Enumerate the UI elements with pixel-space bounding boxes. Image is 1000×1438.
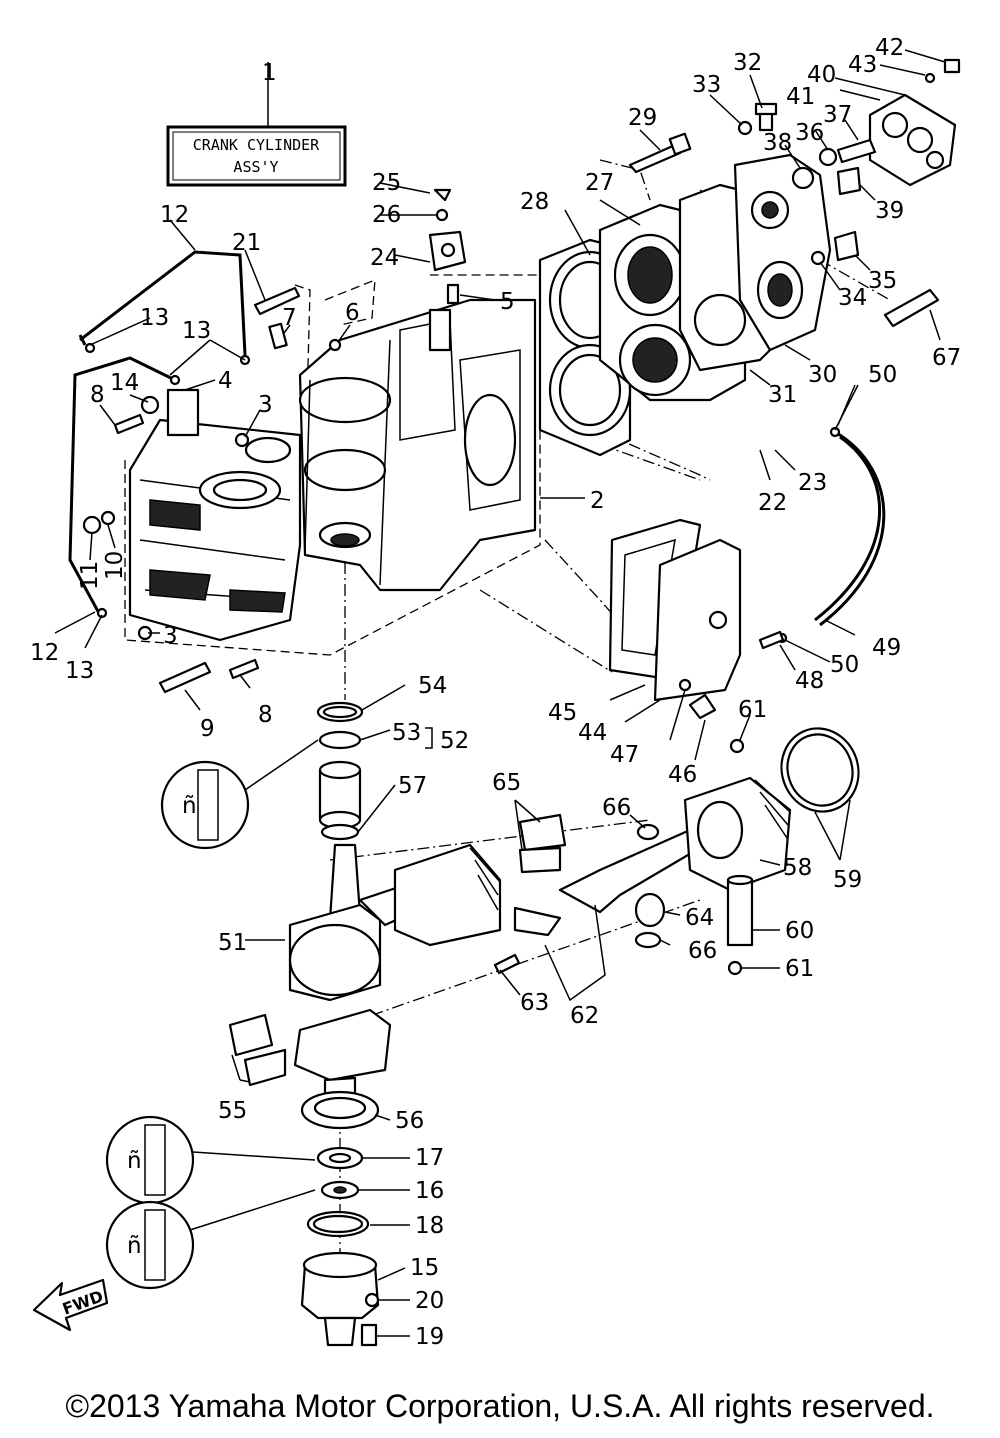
callout-51: 51 xyxy=(218,930,247,956)
callout-61b: 61 xyxy=(785,956,814,982)
callout-45: 45 xyxy=(548,700,577,726)
crankcase-block xyxy=(128,388,302,642)
callout-50b: 50 xyxy=(830,652,859,678)
title-box: CRANK CYLINDER ASS'Y xyxy=(166,62,347,187)
callout-43: 43 xyxy=(848,52,877,78)
callout-31: 31 xyxy=(768,382,797,408)
water-jacket-cover xyxy=(678,153,832,372)
callout-38: 38 xyxy=(763,130,792,156)
callout-8: 8 xyxy=(90,382,105,408)
callout-25: 25 xyxy=(372,170,401,196)
inset-glyph-3: ñ xyxy=(127,1233,142,1259)
callout-6: 6 xyxy=(345,300,360,326)
title-line-1: CRANK CYLINDER xyxy=(193,136,320,154)
hoses xyxy=(68,250,886,644)
callout-5: 5 xyxy=(500,289,515,315)
callout-12b: 12 xyxy=(30,640,59,666)
callout-41: 41 xyxy=(786,84,815,110)
callout-29: 29 xyxy=(628,105,657,131)
callout-50: 50 xyxy=(868,362,897,388)
callout-52: 52 xyxy=(440,728,469,754)
callout-15: 15 xyxy=(410,1255,439,1281)
callout-59: 59 xyxy=(833,867,862,893)
callout-37: 37 xyxy=(823,102,852,128)
callout-2: 2 xyxy=(590,488,605,514)
callout-54: 54 xyxy=(418,673,447,699)
exhaust-cover xyxy=(608,518,785,720)
callout-1: 1 xyxy=(262,60,277,86)
callout-26: 26 xyxy=(372,202,401,228)
callout-3b: 3 xyxy=(163,623,178,649)
title-line-2: ASS'Y xyxy=(233,158,278,176)
conrod-piston-group xyxy=(493,727,860,976)
callout-8b: 8 xyxy=(258,702,273,728)
leader-lines xyxy=(54,49,946,1337)
callout-10: 10 xyxy=(102,551,128,580)
callout-30: 30 xyxy=(808,362,837,388)
cylinder-block xyxy=(298,298,537,592)
callout-46: 46 xyxy=(668,762,697,788)
callout-34: 34 xyxy=(838,285,867,311)
callout-13: 13 xyxy=(140,305,169,331)
callout-27: 27 xyxy=(585,170,614,196)
callout-13b: 13 xyxy=(182,318,211,344)
callout-7: 7 xyxy=(282,305,297,331)
callout-42: 42 xyxy=(875,35,904,61)
callout-44: 44 xyxy=(578,720,607,746)
callout-36: 36 xyxy=(795,120,824,146)
copyright-notice: ©2013 Yamaha Motor Corporation, U.S.A. A… xyxy=(65,1388,935,1424)
callout-57: 57 xyxy=(398,773,427,799)
callout-66: 66 xyxy=(602,795,631,821)
fasteners xyxy=(82,58,961,694)
callout-18: 18 xyxy=(415,1213,444,1239)
callout-67: 67 xyxy=(932,345,961,371)
callout-60: 60 xyxy=(785,918,814,944)
callout-53: 53 xyxy=(392,720,421,746)
callout-58: 58 xyxy=(783,855,812,881)
callout-65: 65 xyxy=(492,770,521,796)
callout-numbers: 1 2 3 3 4 5 6 7 8 8 9 10 11 12 12 13 13 … xyxy=(30,35,961,1350)
callout-28: 28 xyxy=(520,189,549,215)
inset-glyph-1: ñ xyxy=(182,793,197,819)
callout-9: 9 xyxy=(200,716,215,742)
callout-22: 22 xyxy=(758,490,787,516)
callout-20: 20 xyxy=(415,1288,444,1314)
fwd-arrow: FWD xyxy=(32,1278,109,1332)
callout-55: 55 xyxy=(218,1098,247,1124)
callout-33: 33 xyxy=(692,72,721,98)
callout-56: 56 xyxy=(395,1108,424,1134)
inset-circles: ñ ñ ñ xyxy=(105,739,319,1290)
callout-4: 4 xyxy=(218,368,233,394)
callout-23: 23 xyxy=(798,470,827,496)
callout-64: 64 xyxy=(685,905,714,931)
callout-11: 11 xyxy=(77,561,103,590)
callout-35: 35 xyxy=(868,268,897,294)
callout-47: 47 xyxy=(610,742,639,768)
callout-66b: 66 xyxy=(688,938,717,964)
callout-12: 12 xyxy=(160,202,189,228)
callout-16: 16 xyxy=(415,1178,444,1204)
callout-3: 3 xyxy=(258,392,273,418)
crankshaft-assembly xyxy=(228,701,502,1347)
callout-24: 24 xyxy=(370,245,399,271)
callout-49: 49 xyxy=(872,635,901,661)
callout-13c: 13 xyxy=(65,658,94,684)
callout-39: 39 xyxy=(875,198,904,224)
inset-glyph-2: ñ xyxy=(127,1148,142,1174)
callout-63: 63 xyxy=(520,990,549,1016)
callout-19: 19 xyxy=(415,1324,444,1350)
thermostat-cover xyxy=(868,93,957,187)
callout-14: 14 xyxy=(110,370,139,396)
callout-40: 40 xyxy=(807,62,836,88)
callout-61: 61 xyxy=(738,697,767,723)
callout-21: 21 xyxy=(232,230,261,256)
callout-62: 62 xyxy=(570,1003,599,1029)
callout-17: 17 xyxy=(415,1145,444,1171)
callout-48: 48 xyxy=(795,668,824,694)
callout-32: 32 xyxy=(733,50,762,76)
